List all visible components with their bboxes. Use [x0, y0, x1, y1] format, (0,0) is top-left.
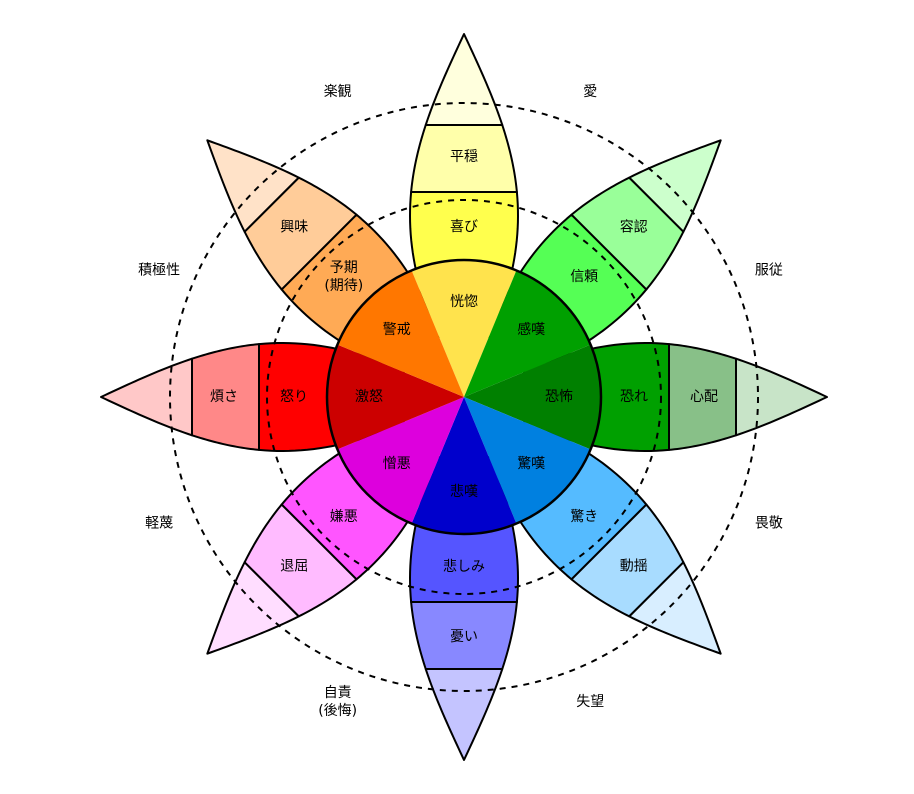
dashed-circle-1 [266, 199, 662, 595]
label-anticipation-2: 予期(期待) [324, 260, 363, 294]
petal-sadness-band-3 [424, 668, 504, 761]
label-surprise-2: 驚き [570, 508, 598, 525]
dyad-label-6: 軽蔑 [145, 515, 173, 531]
center-sector-fear [464, 344, 601, 450]
label-trust-3: 容認 [620, 218, 648, 235]
label-sadness-1: 悲嘆 [450, 483, 478, 500]
label-fear-2: 恐れ [620, 389, 648, 405]
dyad-label-2: 服従 [755, 263, 783, 279]
dyad-label-1: 愛 [583, 84, 597, 100]
label-disgust-1: 憎悪 [383, 455, 411, 472]
dyad-label-7: 積極性 [138, 263, 180, 279]
label-trust-1: 感嘆 [517, 321, 545, 338]
label-anger-3: 煩さ [210, 389, 238, 405]
label-trust-2: 信頼 [570, 269, 598, 285]
center-sector-trust [464, 270, 591, 397]
label-disgust-3: 退屈 [280, 559, 308, 575]
dashed-circle-2 [169, 102, 759, 692]
dyad-label-4: 失望 [576, 694, 604, 710]
petal-joy-band-3 [424, 33, 504, 126]
label-surprise-3: 動揺 [620, 559, 648, 575]
petal-trust-band-3 [628, 139, 722, 233]
center-sector-joy [411, 260, 517, 397]
center-disc [325, 258, 603, 536]
label-anticipation-3: 興味 [280, 219, 308, 235]
label-sadness-2: 悲しみ [443, 558, 485, 575]
label-anticipation-1: 警戒 [383, 322, 411, 338]
dyad-label-5: 自責(後悔) [318, 685, 357, 719]
petal-anger-band-3 [100, 357, 193, 437]
label-joy-1: 恍惚 [450, 294, 478, 310]
dashed-circles [169, 102, 759, 692]
label-fear-3: 心配 [690, 389, 718, 405]
dyad-label-8: 楽観 [324, 83, 352, 100]
label-disgust-2: 嫌悪 [330, 509, 358, 525]
petal-fear-band-3 [735, 357, 828, 437]
center-sector-disgust [337, 397, 464, 524]
petal-disgust-band-3 [206, 561, 300, 655]
petal-surprise-band-3 [628, 561, 722, 655]
center-sector-anger [327, 344, 464, 450]
center-outline [325, 258, 603, 536]
label-joy-3: 平穏 [450, 149, 478, 165]
label-joy-2: 喜び [450, 219, 478, 235]
label-fear-1: 恐怖 [545, 388, 573, 405]
dyad-label-3: 畏敬 [755, 515, 783, 531]
label-anger-2: 怒り [280, 389, 308, 405]
center-sector-surprise [464, 397, 591, 524]
center-sector-sadness [411, 397, 517, 534]
label-sadness-3: 憂い [450, 629, 478, 645]
center-sector-anticipation [337, 270, 464, 397]
label-anger-1: 激怒 [355, 388, 383, 405]
label-surprise-1: 驚嘆 [517, 455, 545, 472]
petal-anticipation-band-3 [206, 139, 300, 233]
